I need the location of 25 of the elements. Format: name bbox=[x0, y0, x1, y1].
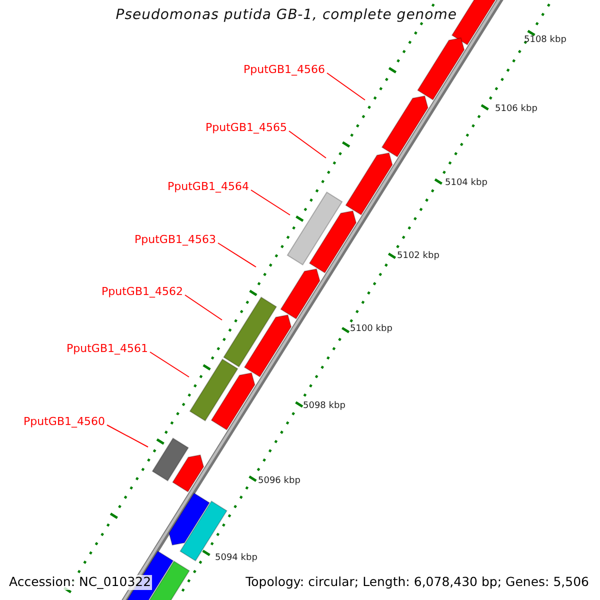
leader-line bbox=[250, 190, 290, 216]
gene-label: PputGB1_4563 bbox=[134, 234, 216, 245]
leader-line bbox=[288, 130, 326, 158]
gene-label: PputGB1_4564 bbox=[168, 181, 249, 192]
accession-label: Accession: NC_010322 bbox=[8, 575, 152, 590]
gene-label: PputGB1_4561 bbox=[66, 343, 148, 354]
position-label: 5094 kbp bbox=[215, 554, 258, 563]
position-label: 5108 kbp bbox=[524, 36, 566, 45]
position-label: 5102 kbp bbox=[397, 252, 440, 261]
gene-label: PputGB1_4562 bbox=[102, 286, 183, 297]
position-label: 5096 kbp bbox=[258, 477, 300, 486]
leader-line bbox=[218, 242, 256, 268]
position-label: 5098 kbp bbox=[303, 402, 346, 411]
leader-line bbox=[326, 72, 366, 100]
gene-label: PputGB1_4565 bbox=[206, 122, 287, 133]
leader-line bbox=[184, 294, 222, 320]
map-title: Pseudomonas putida GB-1, complete genome bbox=[116, 8, 457, 22]
position-label: 5100 kbp bbox=[350, 325, 392, 334]
genome-info-label: Topology: circular; Length: 6,078,430 bp; Genes: 5,506 bbox=[244, 575, 590, 590]
position-label: 5106 kbp bbox=[495, 105, 538, 114]
gene-label: PputGB1_4560 bbox=[24, 416, 105, 427]
leader-line bbox=[106, 424, 148, 448]
position-label: 5104 kbp bbox=[445, 179, 488, 188]
gene-label: PputGB1_4566 bbox=[244, 64, 325, 75]
leader-line bbox=[150, 352, 190, 378]
